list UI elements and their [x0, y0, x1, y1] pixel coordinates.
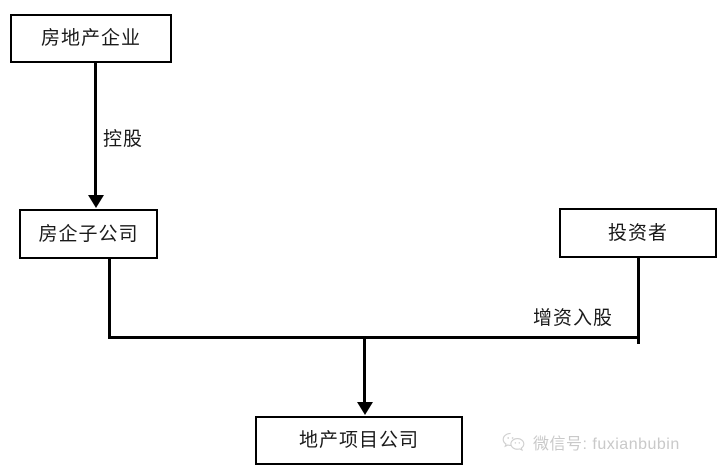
edge-subsidiary-down-line [108, 258, 111, 339]
edge-label-control: 控股 [103, 129, 144, 150]
edge-label-capital-injection: 增资入股 [533, 308, 614, 329]
node-label: 房企子公司 [38, 223, 139, 245]
node-label: 房地产企业 [40, 28, 141, 49]
edge-control-line [94, 63, 97, 197]
node-label: 地产项目公司 [298, 430, 419, 451]
edge-horizontal-bus-line [108, 336, 640, 339]
edge-project-arrowhead-icon [357, 402, 373, 415]
node-real-estate-enterprise: 房地产企业 [10, 14, 172, 63]
node-developer-subsidiary: 房企子公司 [19, 209, 158, 259]
node-project-company: 地产项目公司 [255, 416, 463, 465]
watermark-text: 微信号: fuxianbubin [533, 436, 680, 453]
node-investor: 投资者 [559, 208, 717, 258]
wechat-icon [502, 432, 526, 453]
node-label: 投资者 [607, 222, 668, 244]
edge-control-arrowhead-icon [88, 195, 104, 208]
watermark: 微信号: fuxianbubin [502, 430, 680, 454]
edge-investor-down-line [637, 258, 640, 344]
edge-project-line [363, 338, 366, 404]
